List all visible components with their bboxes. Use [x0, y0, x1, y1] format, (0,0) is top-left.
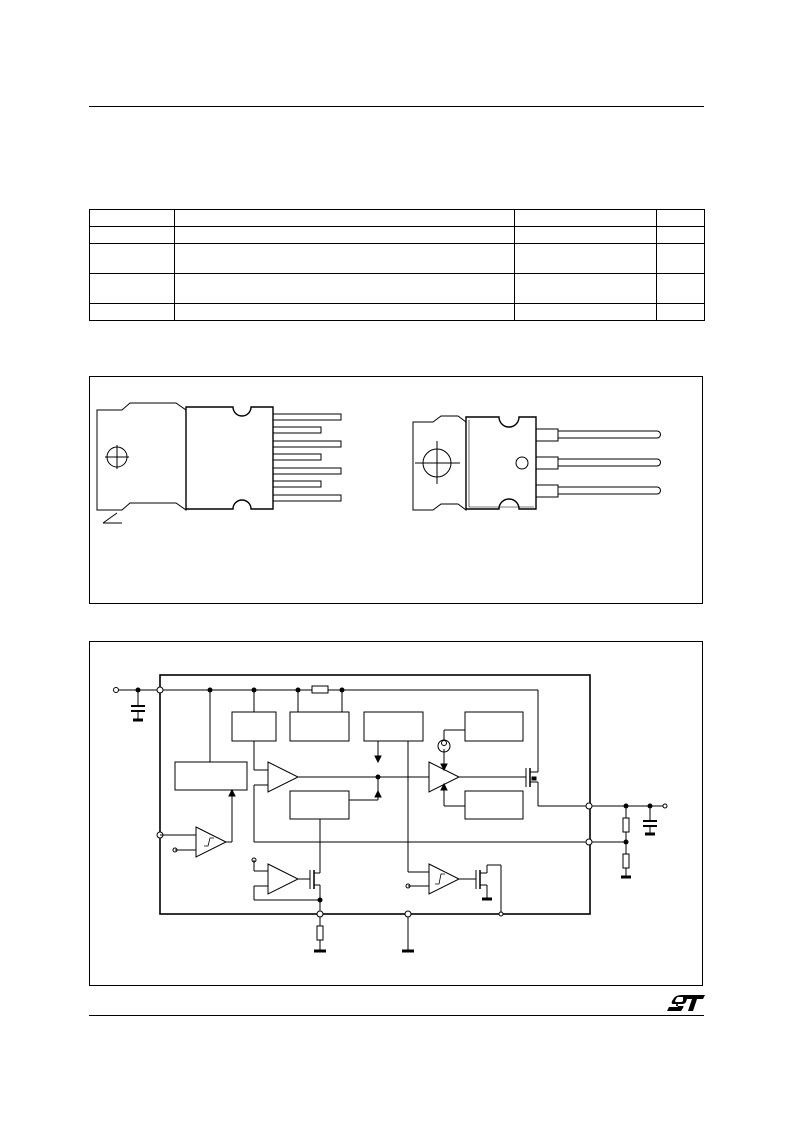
pentawatt-package-drawing — [96, 402, 342, 524]
input-pin — [156, 686, 164, 694]
error-amplifier — [267, 761, 300, 793]
watchdog-comparator — [267, 863, 300, 895]
table-row — [88, 243, 706, 274]
bottom-rule — [89, 1015, 704, 1016]
table-row — [88, 303, 706, 321]
block-thermal — [289, 790, 350, 820]
package-figure-frame — [89, 376, 703, 604]
top-rule — [89, 106, 704, 107]
block-protection — [363, 711, 424, 742]
block-driver — [464, 790, 524, 820]
table-cell — [655, 303, 706, 321]
thermal-data-table — [88, 209, 706, 321]
table-header-row — [88, 209, 706, 227]
table-cell — [655, 243, 706, 274]
ic-outline — [159, 674, 591, 915]
block-diagram-frame — [89, 641, 703, 986]
block-current-limit — [289, 711, 350, 742]
st-logo — [667, 995, 705, 1011]
schmitt-comparator — [428, 863, 461, 895]
block-reference — [231, 711, 277, 742]
table-cell — [88, 243, 176, 274]
input-terminal — [113, 687, 119, 693]
table-cell — [513, 273, 657, 304]
sense-resistor — [311, 685, 329, 694]
table-row — [88, 226, 706, 244]
table-cell — [513, 243, 657, 274]
block-reset-logic — [174, 761, 248, 791]
block-charge-pump — [464, 711, 524, 742]
to220-package-drawing — [412, 415, 661, 511]
table-cell — [88, 273, 176, 304]
reset-comparator — [195, 826, 228, 858]
table-cell — [88, 303, 176, 321]
output-pin — [585, 802, 593, 810]
